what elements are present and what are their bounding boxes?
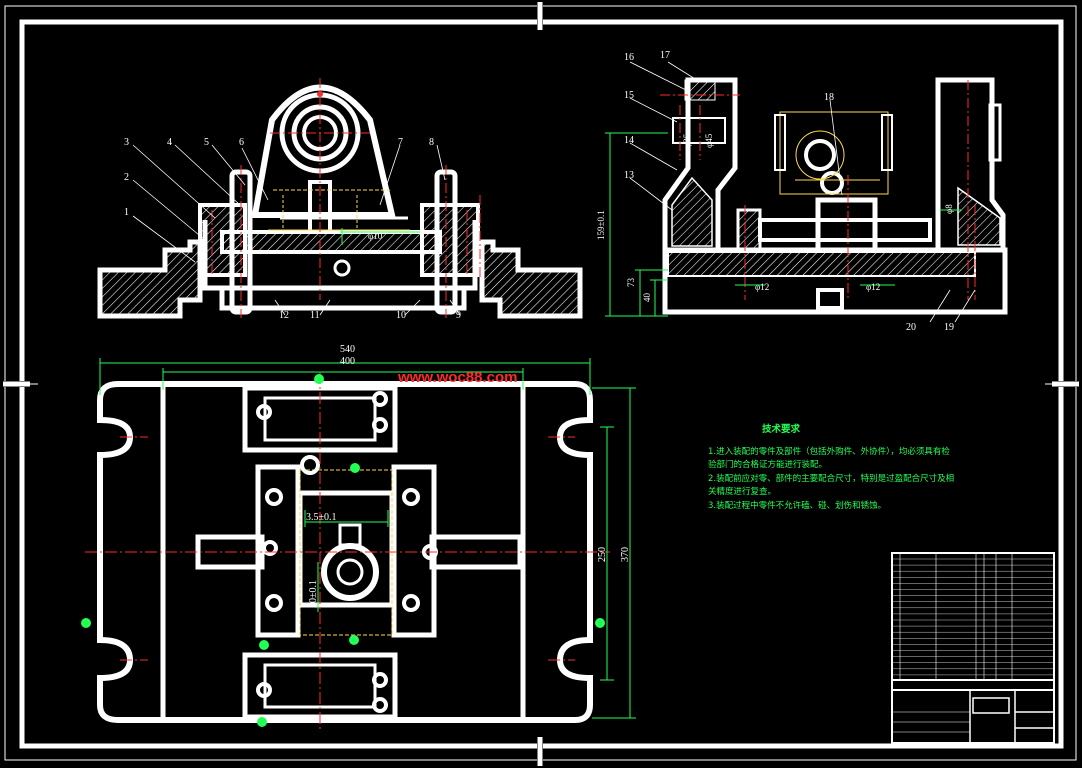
dim-400: 400 [340,356,355,367]
part-label-16: 16 [624,52,634,63]
part-label-6: 6 [239,137,244,148]
tech-req-line-1: 1.进入装配的零件及部件（包括外购件、外协件），均必须具有检 [708,446,950,457]
dim-159: 159±0.1 [596,210,606,240]
dim-slot-height: 20±0.1 [308,580,319,608]
part-label-15: 15 [624,90,634,101]
dim-40: 40 [642,293,652,303]
top-view: 540 400 250 370 3.5±0.1 20±0.1 [81,344,636,730]
part-label-17: 17 [660,50,670,61]
part-label-18: 18 [824,92,834,103]
dim-slot-width: 3.5±0.1 [306,512,337,523]
part-label-11: 11 [310,310,320,321]
tech-req-line-4: 关精度进行复查。 [708,486,776,497]
part-label-14: 14 [624,135,634,146]
dim-phi35: φ35 [682,133,692,148]
dim-phi12-a: φ12 [755,282,769,292]
dim-phi10: φ10 [368,231,383,241]
part-label-10: 10 [396,310,406,321]
tech-req-line-3: 2.装配前应对零、部件的主要配合尺寸，特别是过盈配合尺寸及相 [708,473,954,484]
dim-phi12-b: φ12 [866,282,880,292]
part-label-19: 19 [944,322,954,333]
tech-req-line-5: 3.装配过程中零件不允许磕、碰、划伤和锈蚀。 [708,500,886,511]
part-label-4: 4 [167,137,172,148]
front-view: φ10 3 2 1 4 5 6 7 8 9 10 11 12 [97,78,583,321]
tech-req-line-2: 验部门的合格证方能进行装配。 [708,459,827,470]
tech-req-title: 技术要求 [762,423,801,435]
dim-540: 540 [340,344,355,355]
dim-phi8: φ8 [944,204,954,214]
part-label-9: 9 [456,310,461,321]
part-label-5: 5 [204,137,209,148]
dim-250: 250 [597,547,608,562]
part-label-20: 20 [906,322,916,333]
watermark: www.woc88.com [397,369,517,386]
part-label-8: 8 [429,137,434,148]
dim-370: 370 [620,547,631,562]
part-label-12: 12 [279,310,289,321]
part-label-7: 7 [398,137,403,148]
part-label-2: 2 [124,172,129,183]
part-label-13: 13 [624,170,634,181]
parts-list-rows [892,558,1054,676]
dim-73: 73 [626,278,636,288]
side-view: 159±0.1 73 40 φ35 φ45 φ12 φ12 φ8 16 17 1… [596,50,1008,333]
part-label-3: 3 [124,137,129,148]
part-label-1: 1 [124,207,129,218]
dim-phi45: φ45 [704,133,714,148]
parts-list-table [891,552,1055,744]
technical-requirements: 技术要求 1.进入装配的零件及部件（包括外购件、外协件），均必须具有检 验部门的… [708,423,954,511]
